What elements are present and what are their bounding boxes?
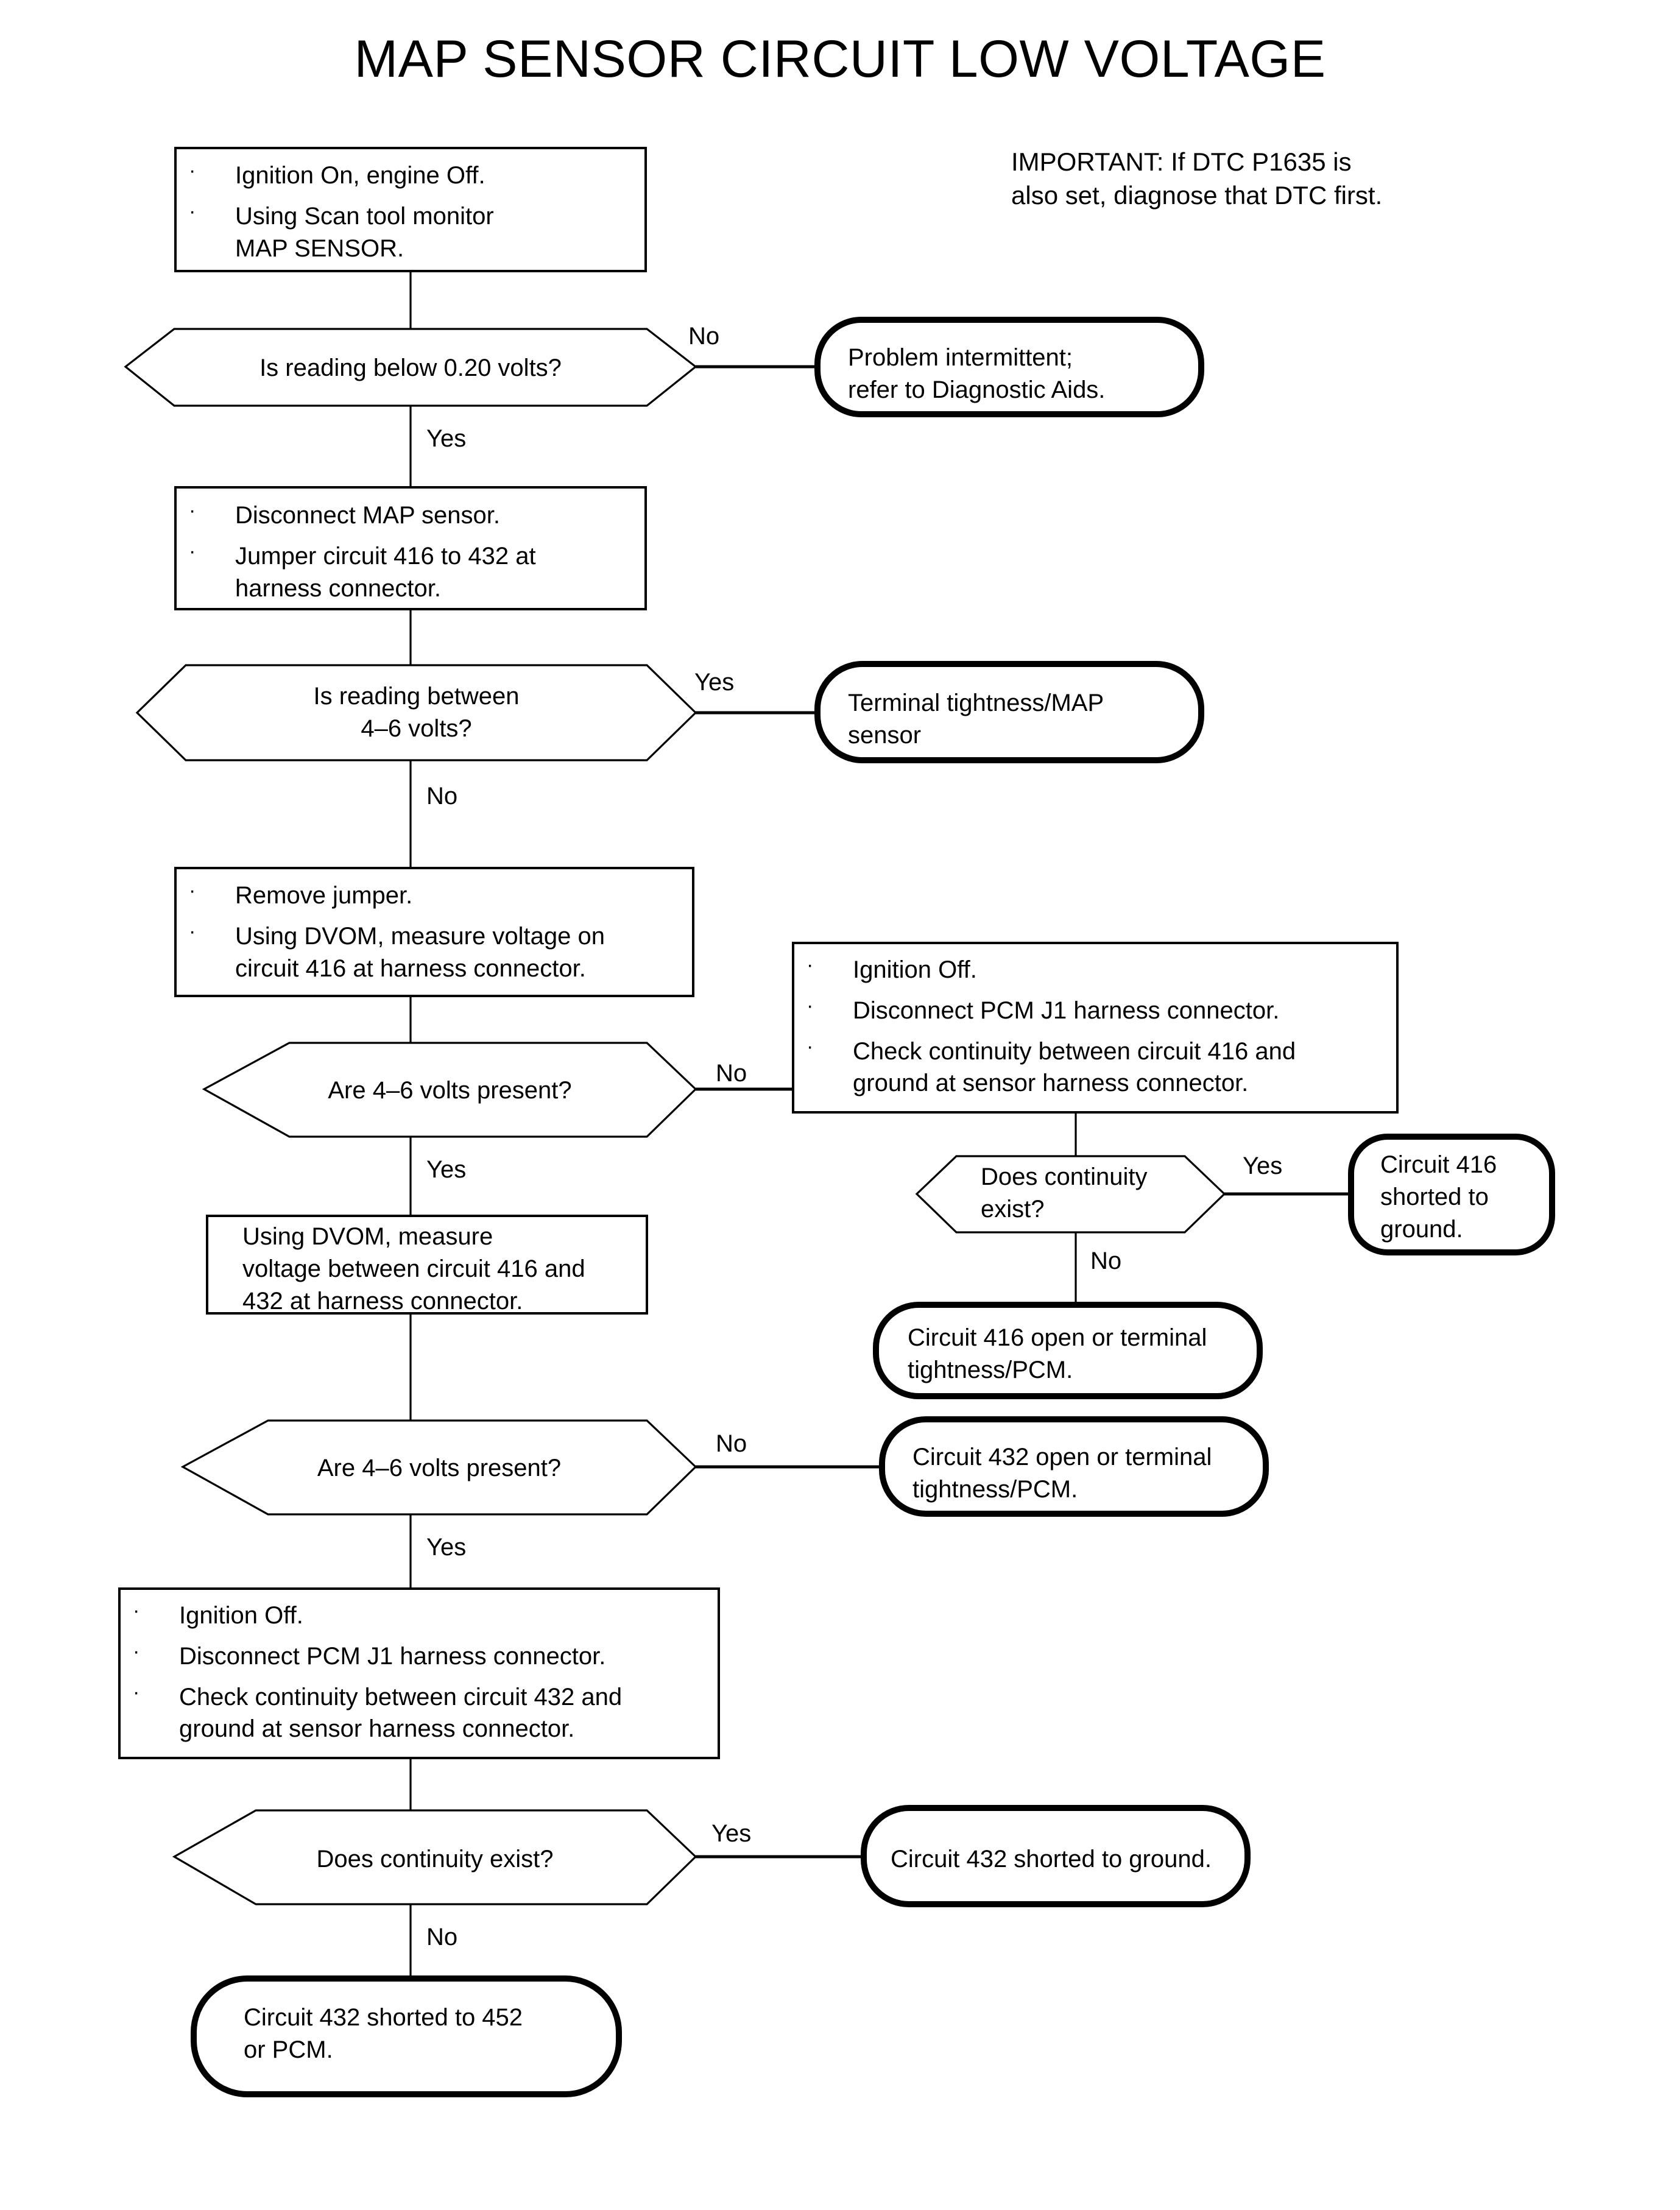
branch-label-d2-yes: Yes [694,669,735,696]
terminal-432-shorted-ground-label: Circuit 432 shorted to ground. [891,1846,1212,1873]
step-ignition-on: ·Ignition On, engine Off. ·Using Scan to… [175,159,646,265]
list-item: ·Disconnect PCM J1 harness connector. [793,994,1397,1027]
bullet-dot: · [189,499,196,522]
shape-decision-volts-present-416 [202,1042,697,1138]
decision-volts-present-416-label: Are 4–6 volts present? [328,1077,572,1104]
decision-continuity-416-label: Does continuity exist? [981,1163,1148,1223]
terminal-432-shorted-452-label: Circuit 432 shorted to 452 or PCM. [244,2004,523,2063]
shape-step-check-continuity-416 [792,942,1399,1114]
decision-volts-present-432-label: Are 4–6 volts present? [317,1455,562,1481]
step-check-continuity-416: ·Ignition Off. ·Disconnect PCM J1 harnes… [793,953,1397,1100]
branch-label-d5-no: No [716,1430,747,1457]
shape-step-remove-jumper [174,867,694,997]
terminal-416-open-label: Circuit 416 open or terminal tightness/P… [908,1324,1207,1383]
shape-decision-reading-below [124,328,697,407]
terminal-tightness-map-label: Terminal tightness/MAP sensor [848,690,1104,749]
list-item: ·Ignition On, engine Off. [175,159,646,192]
list-item: ·Jumper circuit 416 to 432 at harness co… [175,540,646,605]
terminal-432-open-label: Circuit 432 open or terminal tightness/P… [912,1444,1212,1503]
shape-decision-reading-between [135,664,697,761]
branch-label-d2-no: No [426,783,458,810]
list-item: ·Using Scan tool monitor MAP SENSOR. [175,200,646,265]
bullet-dot: · [133,1639,140,1663]
list-item: ·Disconnect MAP sensor. [175,499,646,532]
step-disconnect-map: ·Disconnect MAP sensor. ·Jumper circuit … [175,499,646,605]
bullet-dot: · [189,159,196,182]
bullet-dot: · [133,1599,140,1622]
shape-terminal-432-open [879,1416,1269,1517]
branch-label-d3-no: No [716,1060,747,1087]
important-note: IMPORTANT: If DTC P1635 is also set, dia… [1011,147,1383,210]
decision-reading-below-label: Is reading below 0.20 volts? [259,355,562,381]
bullet-dot: · [189,539,196,563]
shape-terminal-problem-intermittent [814,317,1204,417]
branch-label-d5-yes: Yes [426,1534,467,1561]
branch-label-d1-yes: Yes [426,425,467,452]
shape-decision-continuity-432 [172,1809,697,1905]
shape-step-check-continuity-432 [118,1587,720,1759]
branch-label-d1-no: No [688,323,720,350]
terminal-problem-intermittent-label: Problem intermittent; refer to Diagnosti… [848,344,1106,403]
bullet-dot: · [133,1680,140,1704]
list-item: ·Ignition Off. [119,1599,719,1632]
step-remove-jumper: ·Remove jumper. ·Using DVOM, measure vol… [175,879,693,985]
list-item: ·Using DVOM, measure voltage on circuit … [175,920,693,985]
shape-step-disconnect-map [174,486,647,610]
branch-label-d3-yes: Yes [426,1156,467,1183]
shape-decision-volts-present-432 [180,1419,697,1516]
terminal-416-shorted-ground-label: Circuit 416 shorted to ground. [1380,1151,1497,1243]
step-measure-between-416-432: Using DVOM, measure voltage between circ… [242,1223,585,1315]
branch-label-d6-no: No [426,1924,458,1951]
branch-label-d4-yes: Yes [1243,1153,1283,1179]
branch-label-d6-yes: Yes [711,1820,752,1847]
list-item: ·Ignition Off. [793,953,1397,986]
decision-reading-between-label: Is reading between 4–6 volts? [313,683,520,742]
list-item: ·Remove jumper. [175,879,693,912]
list-item: ·Check continuity between circuit 416 an… [793,1034,1397,1100]
bullet-dot: · [806,1034,814,1058]
shape-terminal-432-shorted-ground [861,1805,1251,1907]
bullet-dot: · [806,994,814,1017]
bullet-dot: · [806,953,814,976]
shape-terminal-432-shorted-452 [191,1975,622,2097]
shape-terminal-416-shorted-ground [1348,1134,1555,1255]
shape-decision-continuity-416 [915,1155,1226,1234]
branch-label-d4-no: No [1090,1248,1122,1274]
shape-step-measure-between [206,1215,648,1315]
bullet-dot: · [189,199,196,223]
page-title: MAP SENSOR CIRCUIT LOW VOLTAGE [354,30,1326,88]
bullet-dot: · [189,919,196,943]
list-item: ·Disconnect PCM J1 harness connector. [119,1640,719,1673]
shape-terminal-416-open [873,1302,1263,1399]
bullet-dot: · [189,879,196,902]
list-item: ·Check continuity between circuit 432 an… [119,1681,719,1746]
decision-continuity-432-label: Does continuity exist? [316,1846,554,1873]
shape-terminal-tightness-map [814,661,1204,763]
step-check-continuity-432: ·Ignition Off. ·Disconnect PCM J1 harnes… [119,1599,719,1746]
